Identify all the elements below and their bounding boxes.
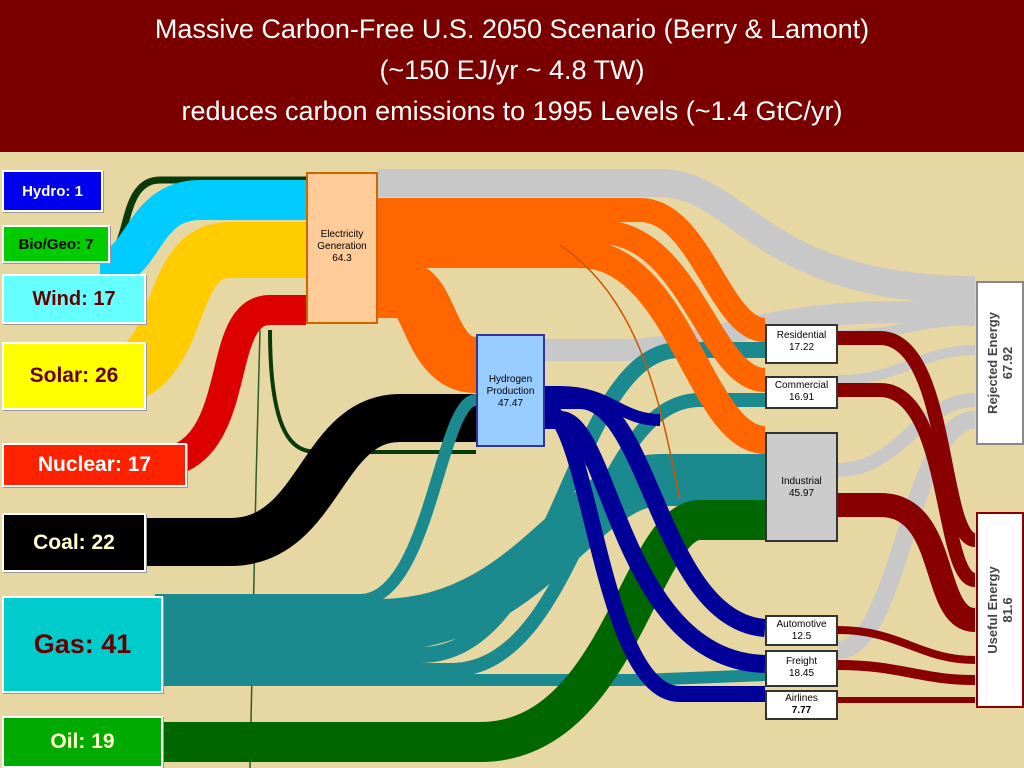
source-biogeo: Bio/Geo: 7 bbox=[2, 225, 110, 263]
source-oil: Oil: 19 bbox=[2, 716, 163, 768]
flow-gas-resid bbox=[155, 342, 765, 663]
node-automotive-name: Automotive bbox=[776, 619, 827, 630]
flow-useful-ind bbox=[838, 493, 977, 632]
flow-useful-com bbox=[838, 383, 978, 587]
node-residential-name: Residential bbox=[776, 330, 827, 341]
useful-energy-value: 81.6 bbox=[1000, 597, 1015, 623]
flow-useful-freight bbox=[837, 660, 976, 685]
flow-h2-auto bbox=[545, 391, 767, 637]
source-wind: Wind: 17 bbox=[2, 274, 146, 324]
source-nuclear: Nuclear: 17 bbox=[2, 443, 187, 487]
flow-wind bbox=[97, 180, 306, 290]
useful-energy-text: Useful Energy 81.6 bbox=[985, 566, 1015, 653]
flow-gas-comm bbox=[155, 393, 765, 677]
flow-h2-freight bbox=[545, 411, 766, 673]
node-airlines: Airlines 7.77 bbox=[765, 690, 838, 720]
flow-ind-rejected bbox=[837, 393, 976, 477]
title-line-2: (~150 EJ/yr ~ 4.8 TW) bbox=[379, 55, 645, 85]
flow-elec-thin bbox=[559, 244, 681, 501]
node-airlines-value: 7.77 bbox=[791, 705, 812, 716]
node-residential-value: 17.22 bbox=[788, 342, 815, 353]
flow-coal bbox=[140, 394, 476, 566]
source-solar: Solar: 26 bbox=[2, 342, 146, 410]
node-industrial-name: Industrial bbox=[781, 476, 822, 487]
flow-useful-res bbox=[838, 331, 978, 547]
title-line-3: reduces carbon emissions to 1995 Levels … bbox=[181, 96, 843, 126]
flow-transport-rejected bbox=[836, 411, 977, 659]
title-bar: Massive Carbon-Free U.S. 2050 Scenario (… bbox=[0, 0, 1024, 152]
source-gas: Gas: 41 bbox=[2, 596, 163, 693]
flow-elec-h2 bbox=[377, 262, 480, 393]
node-freight: Freight 18.45 bbox=[765, 650, 838, 687]
title-line-1: Massive Carbon-Free U.S. 2050 Scenario (… bbox=[154, 14, 870, 44]
node-residential: Residential 17.22 bbox=[765, 324, 838, 364]
rejected-energy-label: Rejected Energy bbox=[985, 312, 1000, 414]
node-hydrogen-name: Hydrogen Production bbox=[486, 374, 535, 397]
node-industrial: Industrial 45.97 bbox=[765, 432, 838, 542]
node-commercial: Commercial 16.91 bbox=[765, 376, 838, 409]
flow-elec-ind bbox=[378, 240, 767, 454]
node-electricity-generation: Electricity Generation 64.3 bbox=[306, 172, 378, 324]
useful-energy-box: Useful Energy 81.6 bbox=[976, 512, 1024, 708]
flow-useful-auto bbox=[837, 626, 976, 664]
node-industrial-value: 45.97 bbox=[788, 488, 815, 499]
node-airlines-name: Airlines bbox=[785, 693, 818, 704]
useful-energy-label: Useful Energy bbox=[985, 566, 1000, 654]
flow-elec-com bbox=[378, 220, 767, 392]
flow-h2-airlines bbox=[542, 402, 765, 702]
node-electricity-name: Electricity Generation bbox=[317, 229, 367, 252]
node-electricity-value: 64.3 bbox=[332, 253, 352, 264]
node-automotive-value: 12.5 bbox=[791, 631, 812, 642]
node-hydrogen-production: Hydrogen Production 47.47 bbox=[476, 334, 545, 447]
node-hydrogen-value: 47.47 bbox=[497, 398, 524, 409]
rejected-energy-value: 67.92 bbox=[1000, 346, 1015, 380]
node-freight-name: Freight bbox=[785, 656, 818, 667]
node-commercial-value: 16.91 bbox=[788, 392, 815, 403]
rejected-energy-box: Rejected Energy 67.92 bbox=[976, 281, 1024, 445]
flow-elec-rejected bbox=[378, 169, 976, 304]
flow-elec-res bbox=[378, 198, 767, 342]
node-commercial-name: Commercial bbox=[774, 380, 829, 391]
node-automotive: Automotive 12.5 bbox=[765, 615, 838, 646]
source-coal: Coal: 22 bbox=[2, 513, 146, 572]
rejected-energy-text: Rejected Energy 67.92 bbox=[985, 312, 1015, 414]
node-freight-value: 18.45 bbox=[788, 668, 815, 679]
source-hydro: Hydro: 1 bbox=[2, 170, 103, 212]
flow-gas-h2 bbox=[155, 394, 478, 606]
flow-gas-freight bbox=[155, 669, 766, 686]
